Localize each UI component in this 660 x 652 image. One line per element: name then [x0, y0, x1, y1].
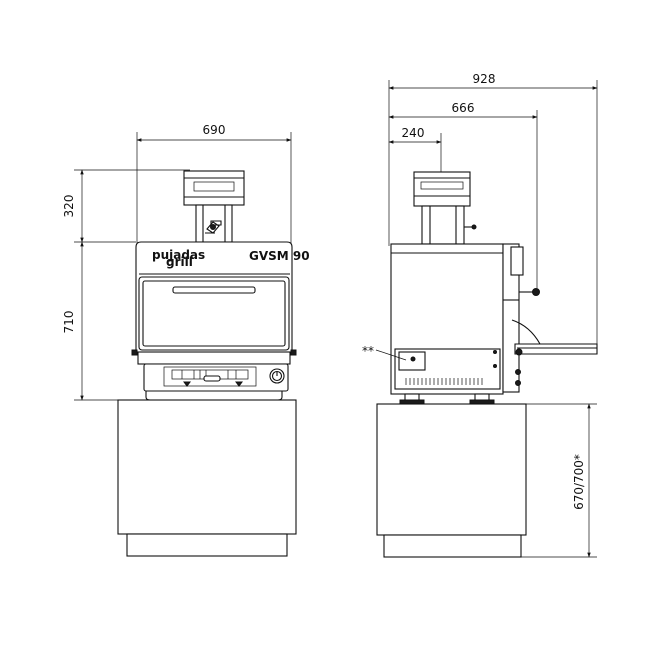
front-hood	[183, 170, 245, 243]
brand-logo-text: pujadas	[152, 248, 205, 262]
side-depth-handle-label: 666	[452, 101, 475, 115]
side-stand	[376, 403, 527, 558]
front-oven: pujadas grill GVSM 90	[131, 241, 310, 401]
stand-height-label: 670/700*	[572, 454, 586, 510]
side-oven: **	[362, 243, 598, 405]
front-stand	[117, 399, 297, 557]
front-height-dimensions: 320 710	[62, 169, 190, 401]
front-hood-height-label: 320	[62, 195, 76, 218]
side-hood	[413, 171, 477, 245]
brand-logo-sub: grill	[166, 255, 193, 269]
model-label: GVSM 90	[249, 249, 310, 263]
vent-slots	[405, 378, 483, 385]
note-marker: **	[362, 344, 374, 358]
side-depth-dimensions: 928 666 240	[388, 72, 598, 353]
side-total-depth-label: 928	[473, 72, 496, 86]
side-hood-offset-label: 240	[402, 126, 425, 140]
stand-height-dimension: 670/700*	[521, 403, 597, 558]
front-width-dimension: 690	[136, 123, 292, 243]
front-width-label: 690	[203, 123, 226, 137]
front-oven-height-label: 710	[62, 311, 76, 334]
side-view: 928 666 240	[362, 72, 598, 558]
front-view: 690 320 710 pujadas	[62, 123, 310, 557]
